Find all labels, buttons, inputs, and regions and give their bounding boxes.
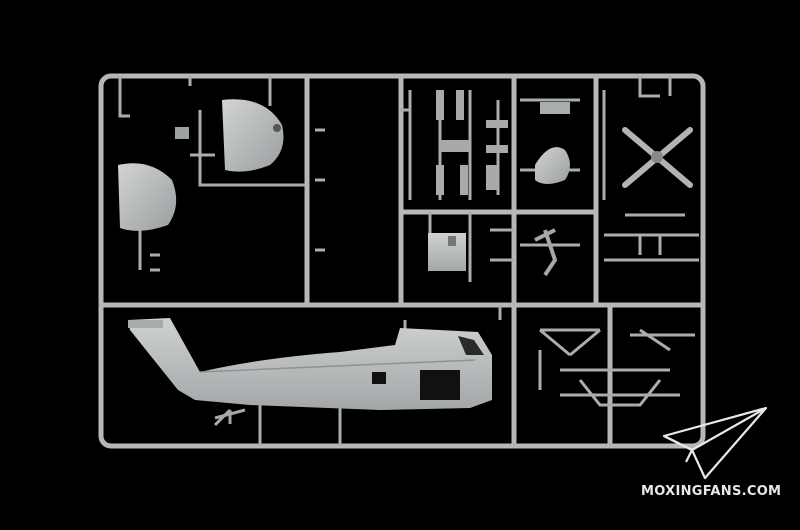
small-parts-column xyxy=(436,90,508,195)
tailwheel-part xyxy=(214,408,246,424)
sprue-frame xyxy=(98,73,706,449)
dome-part-upper xyxy=(175,99,284,172)
hatch-part xyxy=(428,233,466,271)
rotor-cross-part xyxy=(622,127,693,188)
cone-part xyxy=(535,102,570,184)
dome-part-lower xyxy=(118,163,177,231)
watermark-text: MOXINGFANS.COM xyxy=(641,484,782,499)
fuselage-half xyxy=(128,318,492,410)
paper-plane-logo-icon xyxy=(662,406,768,480)
y-frame-part xyxy=(534,228,558,277)
